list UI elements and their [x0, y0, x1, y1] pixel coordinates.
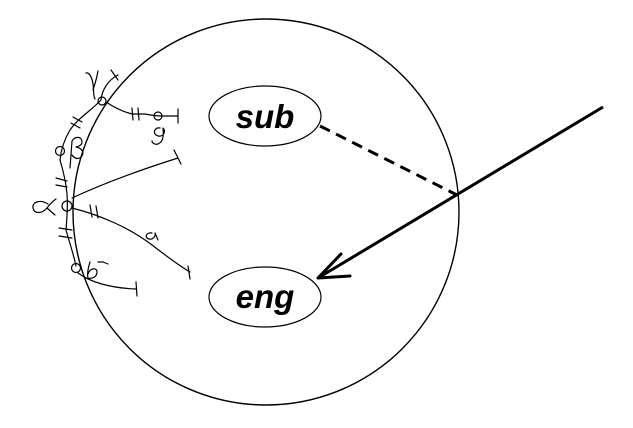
glyph-alpha-stroke	[32, 198, 57, 214]
boundary-circle	[72, 18, 460, 406]
branch-mid-lower-end	[187, 265, 191, 280]
spine-tick-5	[58, 227, 73, 231]
node-sub-label: sub	[236, 98, 295, 135]
branch-mid-upper	[71, 157, 179, 199]
branch-top	[105, 101, 179, 117]
glyph-a-stroke	[145, 232, 159, 241]
sketch-node-beta	[54, 145, 66, 157]
spine-tick-top	[110, 69, 119, 81]
branch-top-tick-b	[137, 107, 140, 121]
dashed-connector	[319, 124, 458, 197]
sketch-node-mid	[61, 200, 73, 212]
glyph-gamma-stroke	[85, 70, 99, 100]
spine-tick-4	[55, 184, 68, 188]
branch-mid-lower-tick-b	[95, 205, 99, 219]
glyph-b-stroke	[87, 261, 109, 280]
node-sub-ellipse	[208, 85, 322, 147]
sketch-node-top	[97, 96, 107, 106]
node-eng-ellipse	[208, 266, 322, 328]
spine-tick-2	[70, 122, 81, 129]
incoming-arrow-head	[316, 252, 352, 280]
sketch-spine	[59, 74, 119, 267]
branch-b	[77, 272, 137, 290]
node-sub: sub	[208, 85, 322, 147]
branch-top-node	[153, 111, 163, 121]
node-eng: eng	[208, 266, 322, 328]
branch-b-end	[135, 281, 138, 297]
hand-sketch	[32, 69, 191, 297]
spine-tick-6	[58, 235, 73, 239]
spine-tick-3	[55, 177, 68, 182]
glyph-beta-stroke	[69, 136, 84, 169]
incoming-arrow-shaft	[317, 105, 604, 280]
branch-mid-lower-tick-a	[89, 204, 93, 218]
node-eng-label: eng	[236, 278, 295, 315]
sketch-node-b	[70, 262, 82, 274]
glyph-alpha-tail	[46, 207, 56, 216]
incoming-arrow	[316, 105, 604, 280]
branch-mid-lower	[71, 207, 191, 273]
glyph-g-stroke	[151, 127, 165, 145]
branch-mid-upper-end	[173, 149, 182, 165]
branch-top-tick-a	[131, 107, 134, 121]
spine-tick-1	[72, 116, 83, 123]
